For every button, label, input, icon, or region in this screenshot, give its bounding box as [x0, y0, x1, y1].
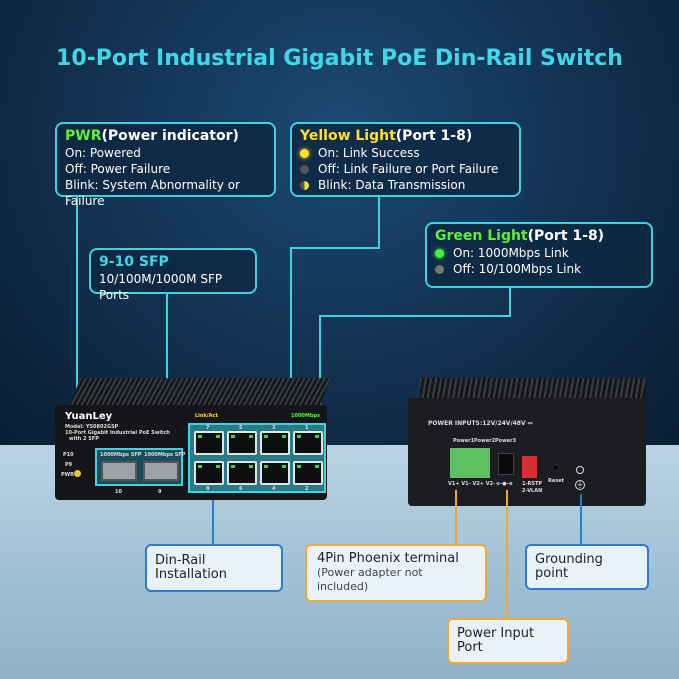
connector-line	[378, 196, 380, 249]
yellow-light-box: Yellow Light(Port 1-8) On: Link Success …	[290, 122, 521, 197]
rj45-port-8[interactable]	[194, 461, 224, 485]
ground-screw-icon	[576, 466, 584, 474]
phoenix-callout: 4Pin Phoenix terminal (Power adapter not…	[305, 544, 487, 602]
power-input-callout: Power Input Port	[447, 618, 569, 664]
sfp-box: 9-10 SFP 10/100M/1000M SFP Ports	[89, 248, 257, 302]
yellow-heading: Yellow Light	[300, 128, 396, 144]
yellow-line: Blink: Data Transmission	[318, 178, 466, 192]
connector-line	[212, 500, 214, 544]
grounding-callout: Grounding point	[525, 544, 649, 590]
port-number: 4	[272, 486, 276, 492]
led-label: PWR	[61, 472, 75, 478]
rj45-port-group: 7 5 3 1 8 6 4 2	[188, 423, 326, 493]
heatsink-fins	[420, 378, 645, 400]
sfp-label: 1000Mbps SFP	[100, 452, 142, 458]
dip-label: 2-VLAN	[522, 488, 543, 494]
led-on-icon	[435, 249, 444, 258]
green-heading-rest: (Port 1-8)	[527, 228, 605, 244]
rj45-port-5[interactable]	[227, 431, 257, 455]
pwr-heading: PWR	[65, 128, 102, 144]
power1-label: Power1	[453, 438, 475, 444]
sfp-label: 1000Mbps SFP	[144, 452, 186, 458]
sfp-port-9[interactable]	[143, 461, 179, 481]
rj45-port-1[interactable]	[293, 431, 323, 455]
polarity-icon: ⊖-●-⊕	[496, 481, 513, 487]
switch-rear-panel: POWER INPUTS:12V/24V/48V ⎓ Power1 Power2…	[408, 398, 646, 506]
led-label: P9	[65, 462, 73, 468]
rj45-port-7[interactable]	[194, 431, 224, 455]
pwr-line: On: Powered	[65, 146, 141, 160]
din-rail-callout: Din-Rail Installation	[145, 544, 283, 592]
pwr-line: Blink: System Abnormality or Failure	[65, 178, 240, 208]
port-number: 6	[239, 486, 243, 492]
dc-jack[interactable]	[498, 453, 514, 475]
pwr-heading-rest: (Power indicator)	[101, 128, 239, 144]
port-number: 3	[272, 425, 276, 431]
yellow-heading-rest: (Port 1-8)	[395, 128, 473, 144]
pwr-indicator-box: PWR(Power indicator) On: Powered Off: Po…	[55, 122, 276, 208]
led-off-icon	[435, 265, 444, 274]
power-inputs-label: POWER INPUTS:12V/24V/48V ⎓	[428, 420, 533, 427]
connector-line	[290, 247, 380, 249]
pwr-line: Off: Power Failure	[65, 162, 171, 176]
led-on-icon	[300, 149, 309, 158]
sfp-line: 10/100M/1000M SFP Ports	[99, 272, 223, 302]
port-number: 9	[158, 489, 162, 495]
brand-logo: YuanLey	[65, 411, 113, 422]
led-off-icon	[300, 165, 309, 174]
reset-label: Reset	[548, 478, 564, 484]
port-number: 8	[206, 486, 210, 492]
terminals-label: V1+ V1- V2+ V2-	[448, 481, 496, 487]
led-label: P10	[63, 452, 74, 458]
switch-front-panel: YuanLey Model: YS0802GSP 10-Port Gigabit…	[55, 405, 327, 500]
rj45-port-3[interactable]	[260, 431, 290, 455]
desc-label: 10-Port Gigabit Industrial PoE Switch	[65, 430, 170, 436]
led-blink-icon	[300, 181, 309, 190]
connector-line	[76, 196, 78, 472]
heatsink-fins	[69, 378, 331, 406]
reset-button[interactable]	[554, 466, 557, 469]
connector-line	[166, 293, 168, 453]
pwr-led-icon	[74, 470, 81, 477]
phoenix-note: (Power adapter not included)	[317, 566, 423, 593]
port-number: 2	[305, 486, 309, 492]
connector-line	[580, 494, 582, 544]
yellow-line: Off: Link Failure or Port Failure	[318, 162, 499, 176]
connector-line	[506, 490, 508, 618]
port-number: 10	[115, 489, 122, 495]
sfp-port-10[interactable]	[101, 461, 137, 481]
model-label: Model: YS0802GSP	[65, 424, 119, 430]
port-number: 7	[206, 425, 210, 431]
power2-label: Power2	[474, 438, 496, 444]
dip-label: 1-RSTP	[522, 481, 543, 487]
phoenix-title: 4Pin Phoenix terminal	[317, 551, 459, 566]
connector-line	[319, 315, 321, 432]
page-title: 10-Port Industrial Gigabit PoE Din-Rail …	[56, 46, 623, 71]
sfp-heading: 9-10 SFP	[99, 254, 169, 270]
phoenix-terminal[interactable]	[450, 448, 490, 478]
green-heading: Green Light	[435, 228, 528, 244]
connector-line	[455, 490, 457, 550]
desc-label: with 2 SFP	[69, 436, 99, 442]
power3-label: Power3	[495, 438, 517, 444]
port-number: 1	[305, 425, 309, 431]
port-number: 5	[239, 425, 243, 431]
dip-switch[interactable]	[522, 456, 537, 478]
connector-line	[319, 315, 511, 317]
ground-symbol-icon: ⏚	[575, 480, 585, 490]
rj45-port-2[interactable]	[293, 461, 323, 485]
green-line: On: 1000Mbps Link	[453, 246, 569, 260]
connector-line	[290, 247, 292, 432]
yellow-line: On: Link Success	[318, 146, 420, 160]
link-act-label: Link/Act	[195, 413, 218, 419]
speed-label: 1000Mbps	[291, 413, 321, 419]
green-line: Off: 10/100Mbps Link	[453, 262, 582, 276]
sfp-port-group: 1000Mbps SFP 1000Mbps SFP	[95, 448, 186, 486]
green-light-box: Green Light(Port 1-8) On: 1000Mbps Link …	[425, 222, 653, 288]
connector-line	[509, 288, 511, 317]
rj45-port-6[interactable]	[227, 461, 257, 485]
rj45-port-4[interactable]	[260, 461, 290, 485]
